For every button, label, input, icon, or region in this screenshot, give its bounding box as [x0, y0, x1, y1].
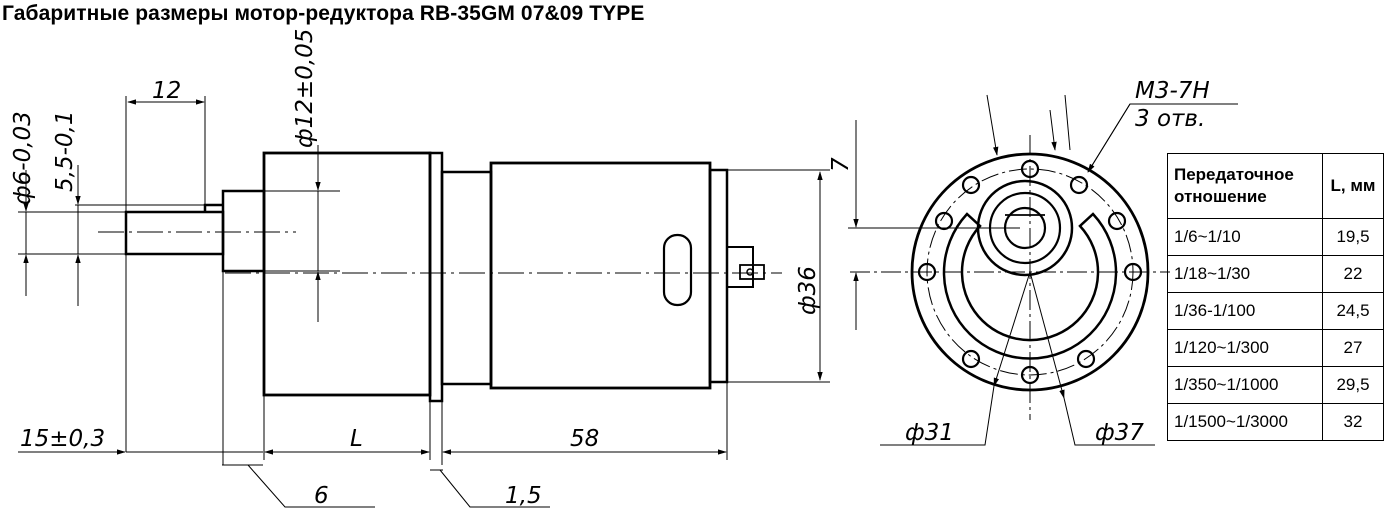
header-ratio: Передаточное отношение [1167, 153, 1323, 219]
side-labels: ф6-0,03 5,5-0,1 12 ф12±0,05 15±0,3 L 58 … [10, 29, 821, 509]
table-row: 1/36-1/100 24,5 [1167, 292, 1384, 330]
dim-body-diameter: ф36 [795, 266, 821, 315]
header-length: L, мм [1322, 153, 1384, 219]
cell-length: 27 [1322, 329, 1384, 367]
motor-body [489, 161, 712, 390]
front-labels: 7 M3-7H 3 отв. ф31 ф37 [828, 78, 1210, 446]
inner-crescent [942, 212, 1118, 360]
cell-ratio: 1/1500~1/3000 [1167, 403, 1323, 441]
gear-ratio-table: Передаточное отношение L, мм 1/6~1/10 19… [1167, 153, 1384, 441]
dim-boss-length: 6 [314, 483, 329, 509]
dim-motor-length: 58 [570, 426, 599, 452]
side-dimensions [18, 96, 830, 508]
front-dimensions [848, 94, 1238, 446]
cell-ratio: 1/18~1/30 [1167, 255, 1323, 293]
mounting-plate [428, 151, 444, 403]
cell-length: 24,5 [1322, 292, 1384, 330]
dim-shaft-flat-length: 12 [152, 78, 181, 104]
cell-length: 29,5 [1322, 366, 1384, 404]
dim-plate-thickness: 1,5 [505, 483, 542, 509]
table-header-row: Передаточное отношение L, мм [1167, 153, 1384, 219]
dim-boss-diameter: ф12±0,05 [292, 29, 318, 148]
motor-end-cap [708, 168, 729, 384]
cell-ratio: 1/6~1/10 [1167, 218, 1323, 256]
front-view [850, 135, 1170, 420]
terminal-hole [746, 268, 754, 276]
dim-pcd-inner: ф31 [905, 420, 954, 446]
table-row: 1/1500~1/3000 32 [1167, 403, 1384, 441]
dim-length-L: L [350, 426, 363, 452]
cell-length: 32 [1322, 403, 1384, 441]
side-view [98, 151, 782, 403]
dim-flange-offset: 7 [828, 157, 854, 172]
cell-ratio: 1/120~1/300 [1167, 329, 1323, 367]
output-shaft [124, 210, 225, 256]
terminal-block [726, 246, 754, 288]
page-title: Габаритные размеры мотор-редуктора RB-35… [2, 2, 645, 25]
dim-holes: 3 отв. [1135, 106, 1205, 132]
table-row: 1/120~1/300 27 [1167, 329, 1384, 367]
gearbox-body [262, 151, 432, 397]
dim-shaft-diameter: ф6-0,03 [10, 111, 36, 205]
dim-shaft-protrusion: 15±0,3 [20, 426, 105, 452]
cell-ratio: 1/36-1/100 [1167, 292, 1323, 330]
cell-ratio: 1/350~1/1000 [1167, 366, 1323, 404]
dim-flat-height: 5,5-0,1 [52, 111, 78, 192]
dim-thread: M3-7H [1135, 78, 1210, 104]
motor-neck [440, 170, 493, 386]
terminal-tab [739, 264, 765, 280]
ventilation-slot [662, 233, 693, 307]
cell-length: 19,5 [1322, 218, 1384, 256]
cell-length: 22 [1322, 255, 1384, 293]
table-row: 1/350~1/1000 29,5 [1167, 366, 1384, 404]
table-row: 1/6~1/10 19,5 [1167, 218, 1384, 256]
dim-pcd-outer: ф37 [1095, 420, 1144, 446]
gearbox-boss [221, 189, 266, 273]
table-row: 1/18~1/30 22 [1167, 255, 1384, 293]
